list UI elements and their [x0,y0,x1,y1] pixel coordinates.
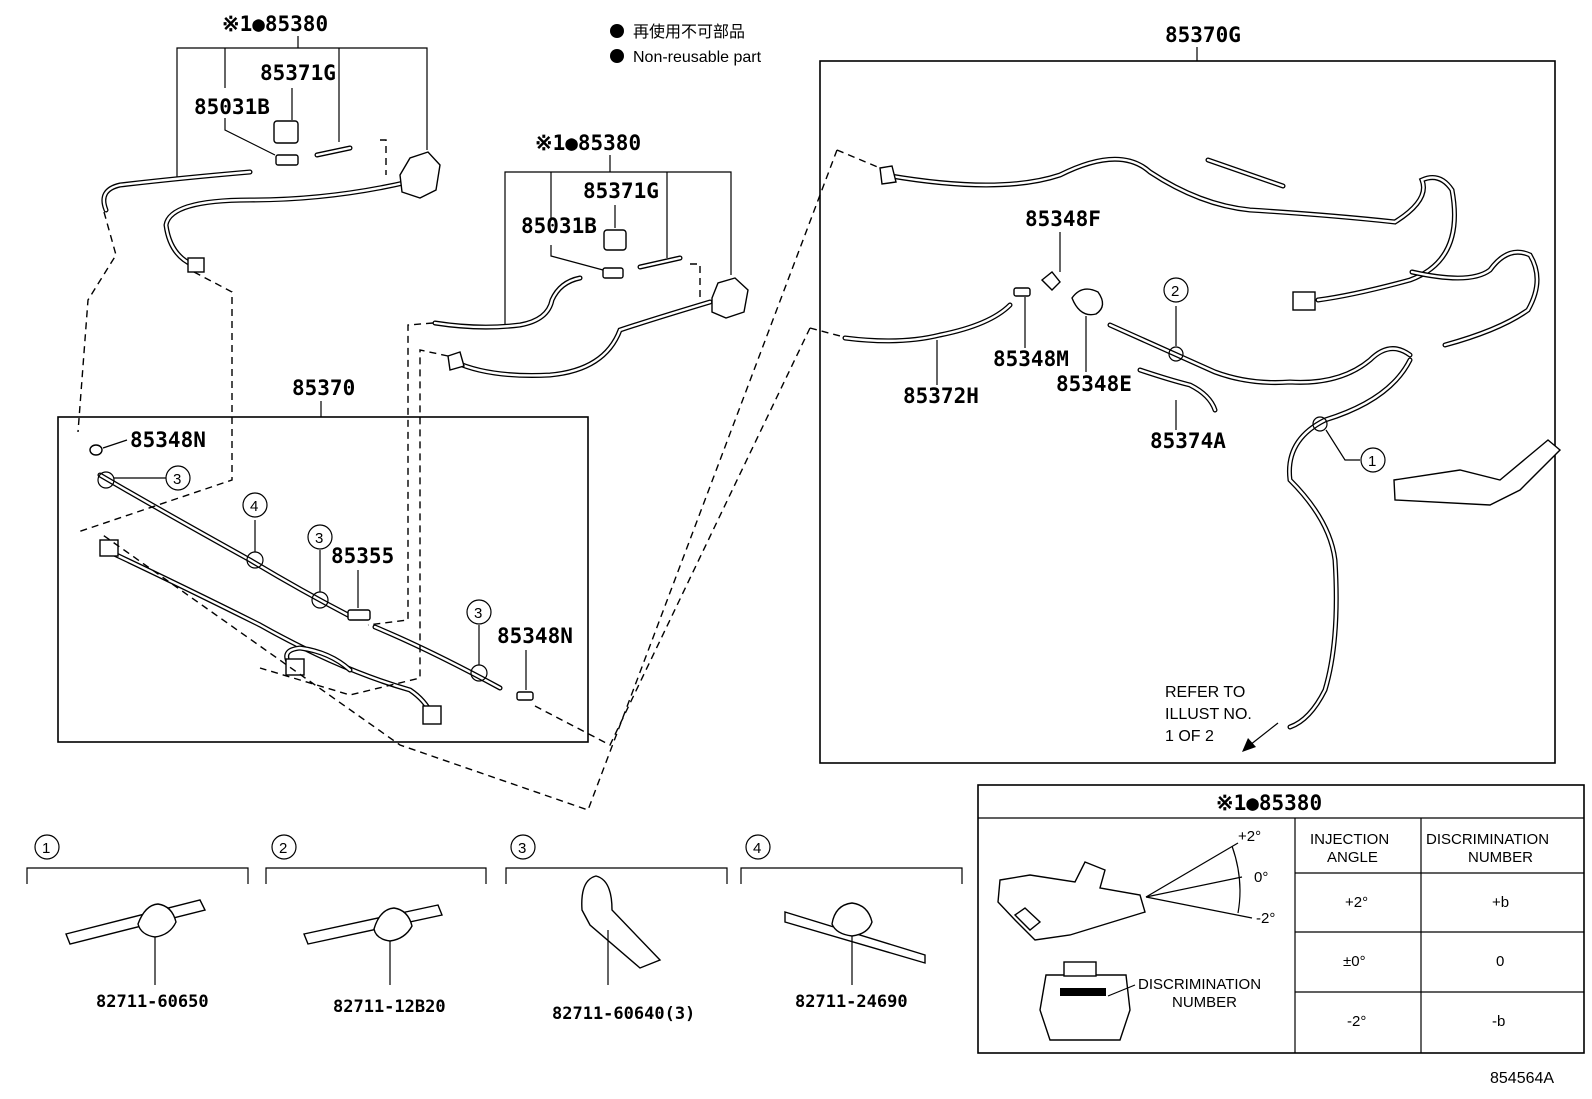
refer-line3: 1 OF 2 [1165,728,1214,745]
nozzle-illustration [997,861,1146,941]
part-label-85031B[interactable]: 85031B [194,95,270,119]
part-label-85348N[interactable]: 85348N [130,428,206,452]
connector-part [1292,291,1316,311]
callout-3 [307,524,333,550]
nozzle-angle-table: ※1●85380 INJECTION ANGLE DISCRIMINATION … [977,784,1585,1054]
clip-1-part[interactable]: 82711-60650 [96,992,209,1012]
row-num: 0 [1496,953,1504,970]
part-label-85372H[interactable]: 85372H [903,384,979,408]
filter-part [603,229,627,251]
legend-jp: 再使用不可部品 [633,23,745,41]
legend-en: Non-reusable part [633,49,762,66]
assembly-85380-mid: ※1●85380 85371G 85031B [432,131,749,378]
part-label-85348M[interactable]: 85348M [993,347,1069,371]
callout-3 [466,599,492,625]
tee-joint-part [1040,271,1061,291]
part-label-85371G[interactable]: 85371G [583,179,659,203]
arrow-icon [1242,738,1256,752]
angle-minus-label: -2° [1256,910,1275,927]
clip-1-num: 1 [42,840,50,857]
discrimination-part-illustration [1039,974,1131,1041]
dashed-reference-lines [77,149,838,811]
nozzle-table-title[interactable]: ※1●85380 [1216,791,1322,815]
row-angle: -2° [1347,1013,1366,1030]
disc-label-l2: NUMBER [1172,994,1237,1011]
row-angle: +2° [1345,894,1368,911]
part-label-85355[interactable]: 85355 [331,544,394,568]
part-label-85374A[interactable]: 85374A [1150,429,1226,453]
clip-4-num: 4 [753,840,761,857]
assembly-85380-top: ※1●85380 85371G 85031B [101,12,441,273]
check-valve-part [1071,288,1104,316]
non-reusable-dot-icon [610,49,624,63]
part-label-85380[interactable]: ※1●85380 [222,12,328,36]
joint-part [347,609,371,621]
check-valve-part [602,267,624,279]
connector-part [422,705,442,725]
callout-2 [271,834,297,860]
callout-1 [34,834,60,860]
washer-nozzle-part [399,151,441,199]
connector-part [187,257,205,273]
clip-3-num: 3 [518,840,526,857]
part-label-85348F[interactable]: 85348F [1025,207,1101,231]
refer-line2: ILLUST NO. [1165,706,1252,723]
box-85370 [57,416,589,743]
clip-strip: 1 82711-60650 2 82711-12B20 3 82711-6064… [26,834,963,1024]
callout-3-num: 3 [315,530,323,547]
part-label-85371G[interactable]: 85371G [260,61,336,85]
callout-4 [242,492,268,518]
angle-plus-label: +2° [1238,828,1261,845]
part-label-85370G[interactable]: 85370G [1165,23,1241,47]
callout-4-num: 4 [250,498,258,515]
callout-3 [510,834,536,860]
clip-2-num: 2 [279,840,287,857]
connector-part [285,658,305,676]
part-label-85370[interactable]: 85370 [292,376,355,400]
callout-1-num: 1 [1368,453,1376,470]
clip-3-part[interactable]: 82711-60640(3) [552,1004,695,1024]
disc-label-l1: DISCRIMINATION [1138,976,1261,993]
col-injection-angle-l2: ANGLE [1327,849,1378,866]
figure-id: 854564A [1490,1070,1554,1087]
nozzle-table-box [977,784,1585,1054]
box-85370G [819,60,1556,764]
refer-line1: REFER TO [1165,684,1245,701]
callout-2 [1163,277,1189,303]
connector-part [99,539,119,557]
clip-2-part[interactable]: 82711-12B20 [333,997,446,1017]
angle-zero-label: 0° [1254,869,1268,886]
part-label-85031B[interactable]: 85031B [521,214,597,238]
part-label-85380[interactable]: ※1●85380 [535,131,641,155]
callout-2-num: 2 [1171,283,1179,300]
callout-1 [1360,447,1386,473]
callout-3 [165,465,191,491]
callout-3-num: 3 [474,605,482,622]
col-discrimination-l2: NUMBER [1468,849,1533,866]
assembly-85370G: 85370G 85372H 85348M 85348F 85348E [809,23,1562,764]
part-label-85348N[interactable]: 85348N [497,624,573,648]
row-num: -b [1492,1013,1505,1030]
washer-nozzle-part [711,277,749,319]
callout-4 [745,834,771,860]
col-discrimination-l1: DISCRIMINATION [1426,831,1549,848]
non-reusable-dot-icon [610,24,624,38]
check-valve-part [275,154,299,166]
bracket-part [1393,439,1562,506]
callout-3-num: 3 [173,471,181,488]
row-num: +b [1492,894,1509,911]
filter-part [273,120,299,144]
row-angle: ±0° [1343,953,1366,970]
part-label-85348E[interactable]: 85348E [1056,372,1132,396]
clip-4-part[interactable]: 82711-24690 [795,992,908,1012]
legend: 再使用不可部品 Non-reusable part [610,23,762,66]
col-injection-angle-l1: INJECTION [1310,831,1389,848]
